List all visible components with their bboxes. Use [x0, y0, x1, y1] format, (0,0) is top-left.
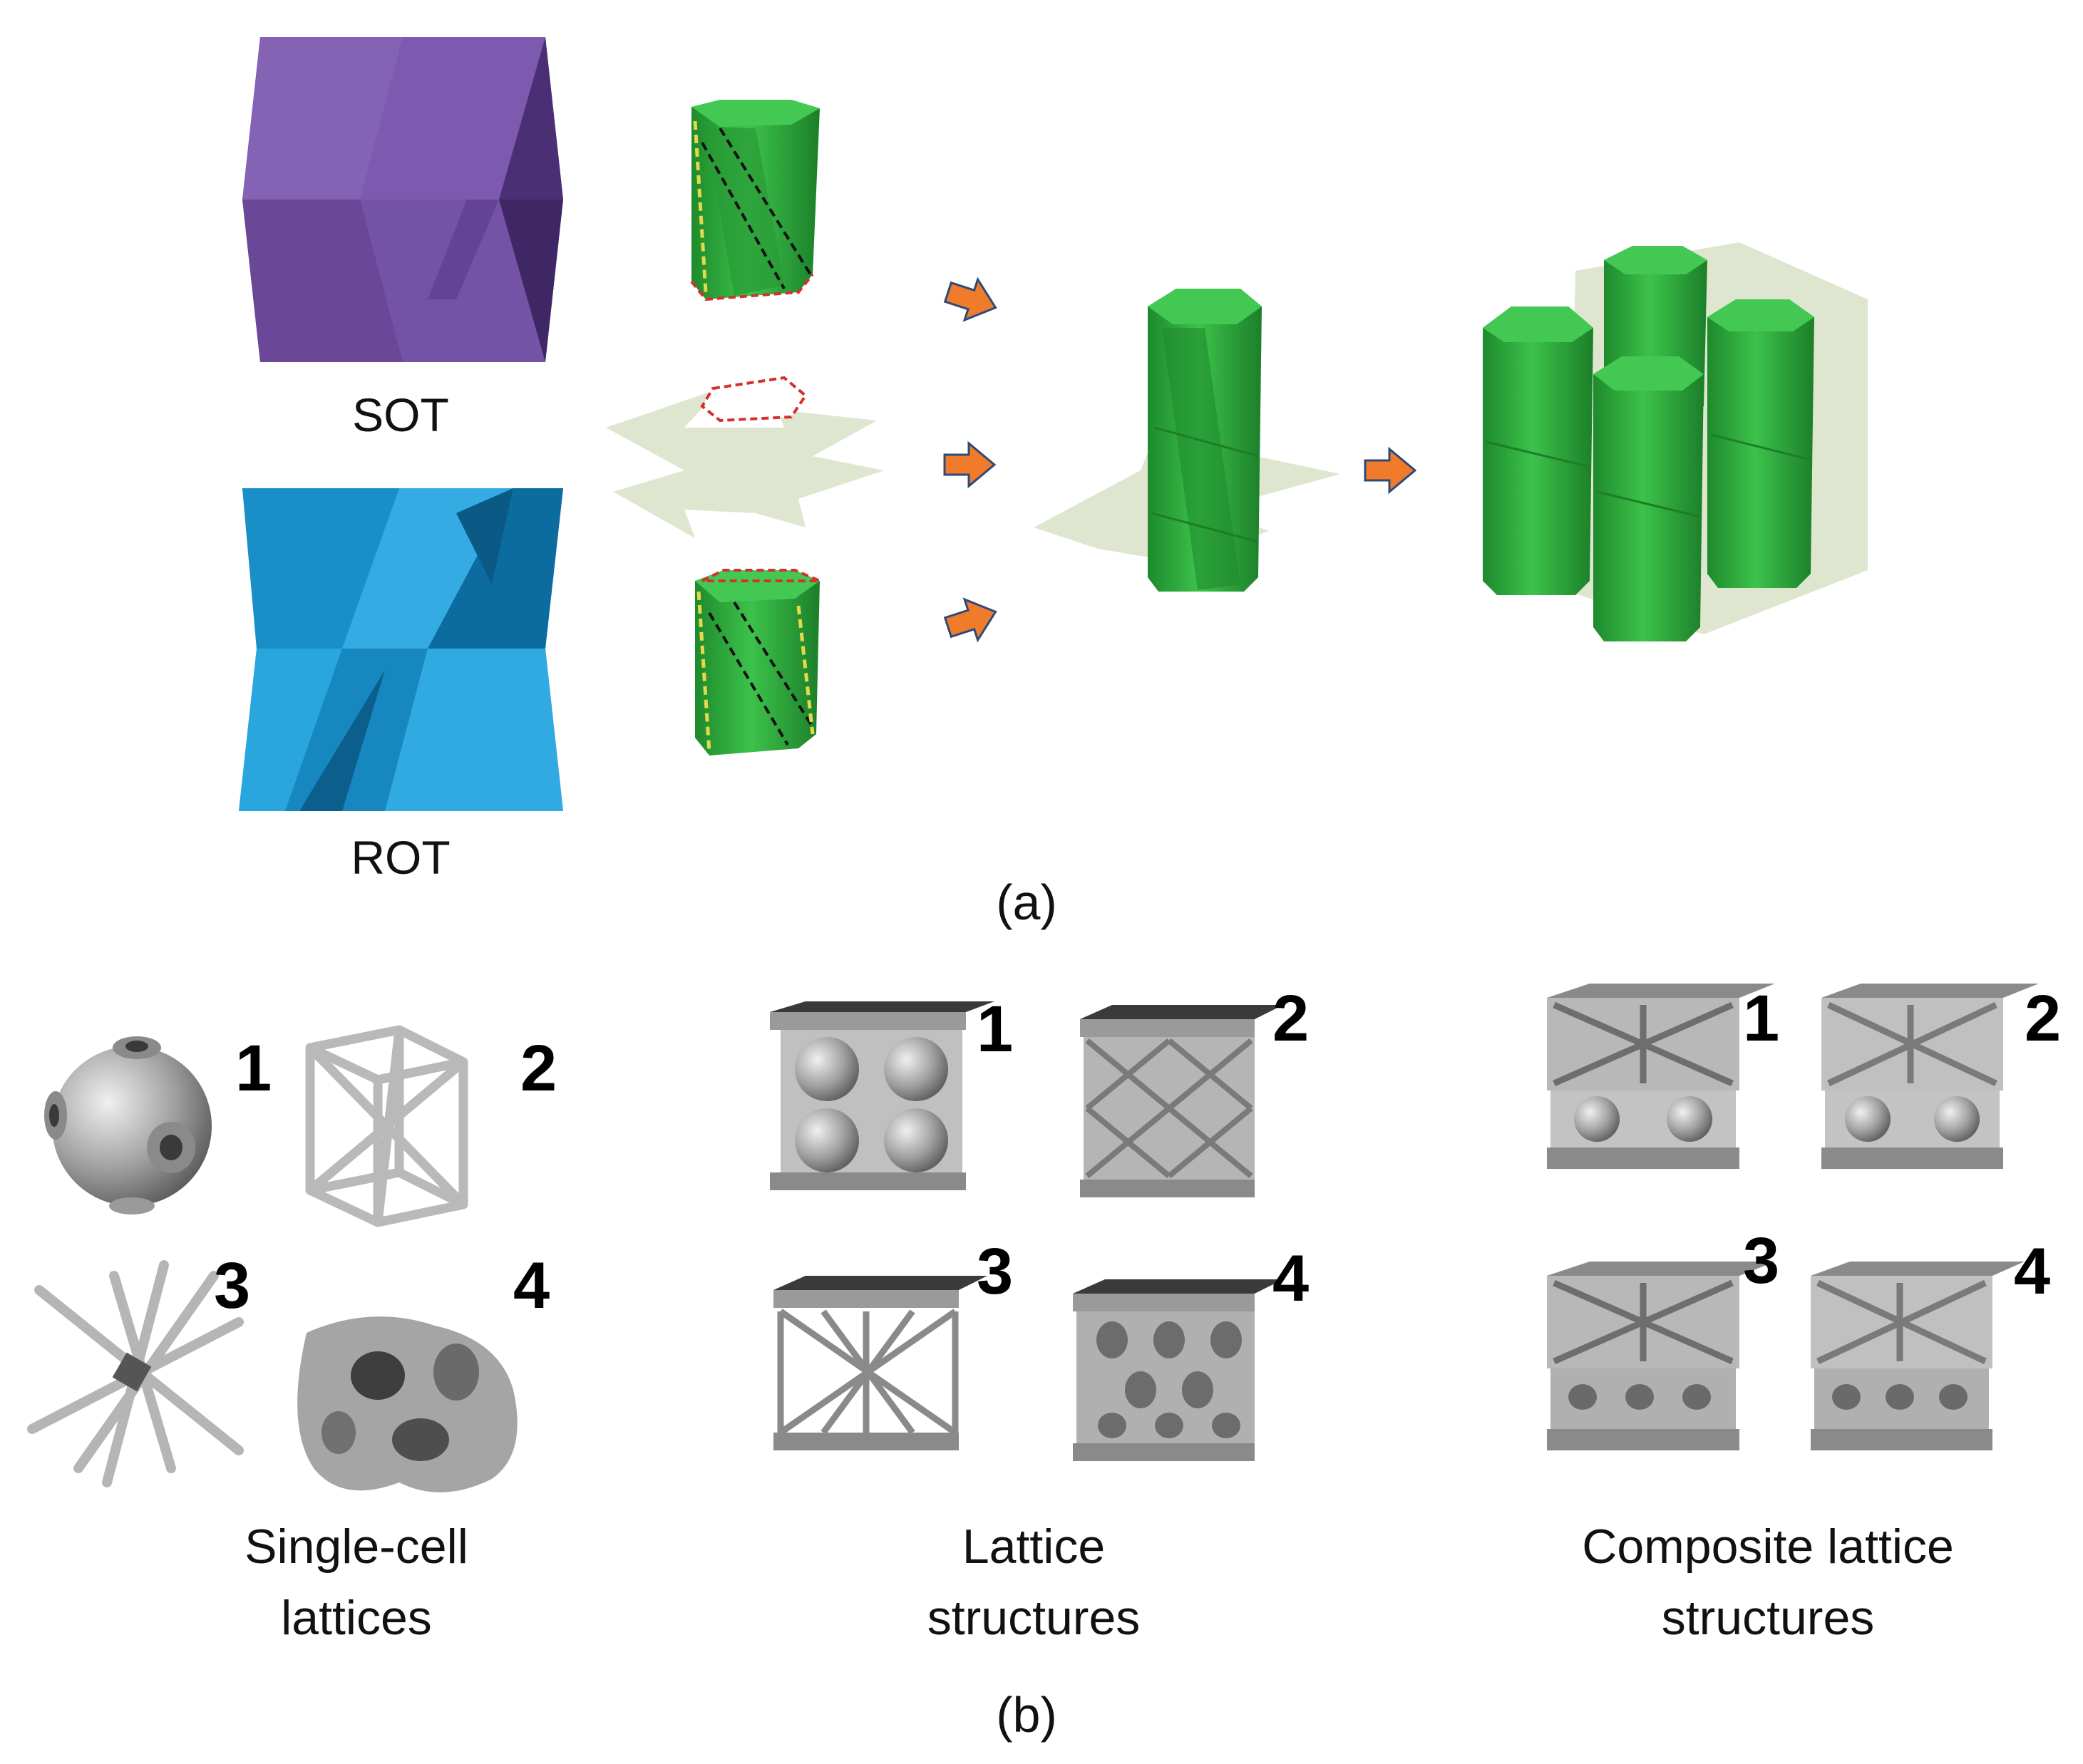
panel-a: SOT ROT [239, 37, 1868, 930]
single-cell-number-3: 3 [214, 1249, 250, 1322]
sot-label: SOT [352, 388, 449, 441]
lattice-structure-4-gyroid [1073, 1279, 1283, 1461]
single-cell-lattices: 1 2 3 4 [27, 1025, 557, 1492]
composite-caption-line2: structures [1661, 1591, 1875, 1645]
composite-number-2: 2 [2025, 982, 2061, 1055]
rot-origami-block [239, 488, 563, 811]
single-cell-caption-line1: Single-cell [245, 1520, 468, 1574]
lattice-structure-3-cross-struts [773, 1276, 987, 1450]
lattice-structure-2-struts [1080, 1005, 1283, 1197]
panel-a-caption: (a) [996, 875, 1057, 930]
lattice-caption-line1: Lattice [962, 1520, 1106, 1574]
single-cell-2-struts [305, 1025, 468, 1227]
lattice-number-2: 2 [1272, 982, 1309, 1055]
composite-structure-4 [1811, 1262, 2025, 1450]
lattice-number-1: 1 [977, 993, 1013, 1066]
lattice-structures: 1 2 3 4 [770, 982, 1309, 1461]
composite-caption-line1: Composite lattice [1582, 1520, 1954, 1574]
lattice-caption: Lattice structures [855, 1511, 1212, 1654]
arrow-bottom [940, 590, 1004, 649]
sot-origami-block [242, 37, 563, 362]
cross-plate [606, 376, 884, 538]
single-cell-number-2: 2 [520, 1032, 557, 1105]
single-cell-caption: Single-cell lattices [178, 1511, 535, 1654]
single-cell-number-1: 1 [235, 1032, 272, 1105]
cluster-cylinder-right [1707, 299, 1814, 588]
cluster-cylinder-left [1483, 306, 1593, 595]
composite-caption: Composite lattice structures [1518, 1511, 2017, 1654]
composite-number-3: 3 [1743, 1224, 1779, 1297]
lattice-structure-1-spheres [770, 1001, 994, 1190]
rot-twisted-cylinder [695, 569, 821, 755]
composite-structure-1 [1547, 984, 1775, 1169]
composite-number-4: 4 [2014, 1235, 2050, 1308]
single-cell-1-sphere [44, 1036, 212, 1214]
panel-b-caption: (b) [996, 1687, 1057, 1743]
single-cell-3-star [27, 1260, 244, 1487]
panel-b: 1 2 3 4 [27, 982, 2061, 1743]
composite-number-1: 1 [1743, 982, 1779, 1055]
single-cell-4-gyroid [297, 1316, 518, 1492]
four-cylinder-cluster [1483, 242, 1868, 641]
single-cell-number-4: 4 [513, 1249, 550, 1322]
arrow-top [940, 270, 1004, 329]
rot-label: ROT [351, 831, 450, 884]
single-cell-caption-line2: lattices [281, 1591, 432, 1645]
lattice-caption-line2: structures [927, 1591, 1141, 1645]
composite-structure-2 [1821, 984, 2039, 1169]
lattice-number-4: 4 [1272, 1242, 1309, 1315]
sot-twisted-cylinder [690, 100, 820, 301]
lattice-number-3: 3 [977, 1235, 1013, 1308]
arrow-middle [943, 442, 996, 488]
cluster-cylinder-front [1593, 356, 1704, 641]
arrow-right [1364, 448, 1416, 493]
assembled-cylinder-with-plate [1034, 289, 1340, 592]
composite-lattice-structures: 1 2 3 4 [1547, 982, 2061, 1450]
composite-structure-3 [1547, 1262, 1775, 1450]
